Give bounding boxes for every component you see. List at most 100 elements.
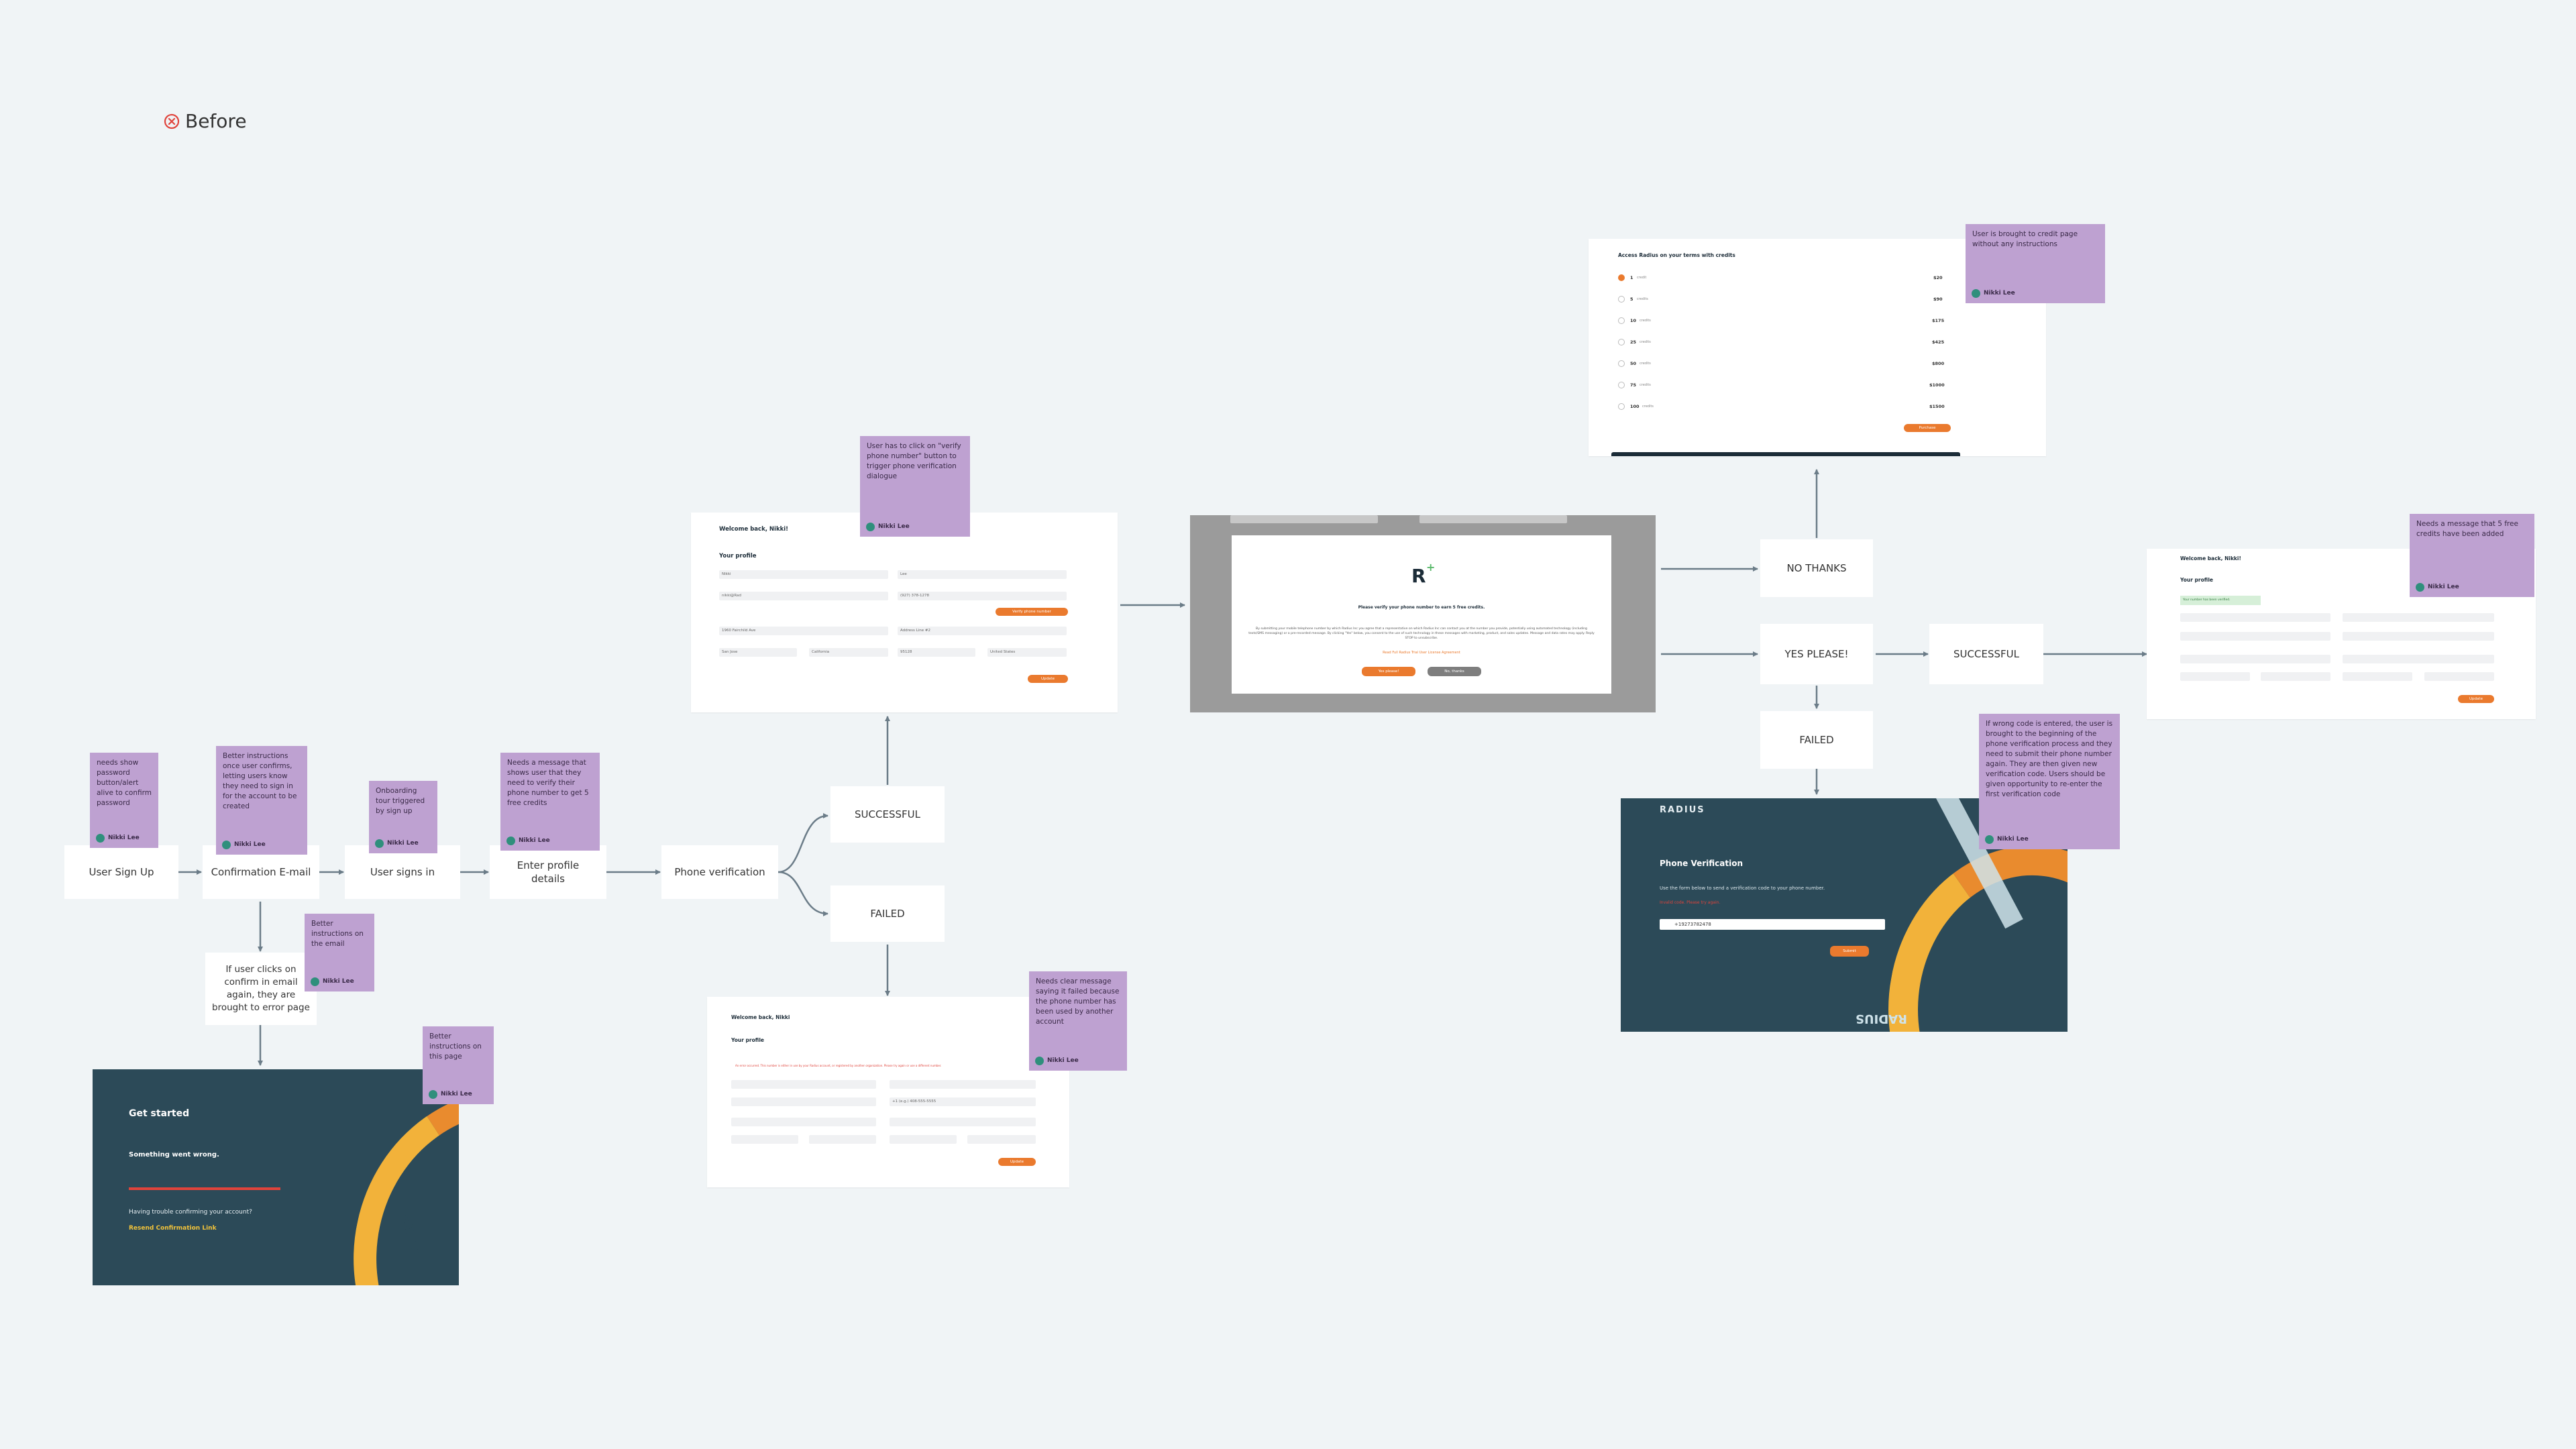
sticky-author: Nikki Lee	[96, 833, 140, 843]
node-successful-2: SUCCESSFUL	[1929, 624, 2043, 684]
failed-phone-field[interactable]: +1 (e.g.) 408-555-5555	[890, 1097, 1036, 1106]
credit-option[interactable]: 5 credits $90	[1618, 294, 1953, 306]
purchase-button[interactable]: Purchase	[1904, 424, 1951, 432]
phone-verify-title: Phone Verification	[1660, 859, 1743, 868]
avatar	[2416, 583, 2424, 592]
credits-title: Access Radius on your terms with credits	[1618, 252, 1735, 258]
branch-to-successful	[777, 813, 828, 873]
radio-selected-icon	[1618, 274, 1625, 281]
error-page-subtitle: Something went wrong.	[129, 1151, 219, 1159]
node-successful-1: SUCCESSFUL	[830, 786, 945, 843]
no-thanks-button[interactable]: No, thanks	[1428, 667, 1481, 676]
success-phone[interactable]	[2343, 632, 2494, 641]
modal-heading: Please verify your phone number to earn …	[1358, 605, 1485, 610]
credit-option[interactable]: 1 credit $20	[1618, 272, 1953, 284]
failed-company[interactable]	[731, 1097, 876, 1106]
verified-banner: Your number has been verified.	[2180, 596, 2261, 605]
modal-terms-link[interactable]: Read Full Radius Trial User License Agre…	[1383, 651, 1460, 655]
success-city[interactable]	[2180, 672, 2250, 681]
failed-country[interactable]	[967, 1135, 1036, 1144]
success-update-button[interactable]: Update	[2458, 695, 2494, 703]
sticky-author: Nikki Lee	[1035, 1056, 1079, 1066]
failed-address-2[interactable]	[890, 1118, 1036, 1126]
phone-error-message: An error occurred. This number is either…	[735, 1064, 942, 1067]
avatar	[222, 841, 231, 849]
credit-option[interactable]: 50 credits $800	[1618, 358, 1953, 370]
address-2-field[interactable]: Address Line #2	[898, 627, 1067, 635]
node-failed-1: FAILED	[830, 885, 945, 942]
screen-error-page: RADIUS Get started Something went wrong.…	[93, 1069, 459, 1285]
failed-first-name[interactable]	[731, 1080, 876, 1089]
zip-field[interactable]: 95128	[898, 648, 975, 657]
sticky-verify-button: User has to click on "verify phone numbe…	[860, 436, 970, 537]
phone-verify-brand: RADIUS	[1660, 805, 1705, 815]
avatar	[429, 1090, 437, 1099]
radio-icon	[1618, 339, 1625, 345]
country-select[interactable]: United States	[987, 648, 1067, 657]
avatar	[866, 523, 875, 531]
success-greeting: Welcome back, Nikki!	[2180, 555, 2241, 561]
section-title: Before	[185, 110, 247, 132]
resend-confirmation-link[interactable]: Resend Confirmation Link	[129, 1225, 217, 1232]
update-button[interactable]: Update	[1028, 675, 1068, 683]
screen-profile-success: Welcome back, Nikki! Your profile Your n…	[2147, 549, 2536, 719]
failed-city[interactable]	[731, 1135, 798, 1144]
first-name-field[interactable]: Nikki	[719, 570, 888, 579]
sticky-onboarding-tour: Onboarding tour triggered by sign up Nik…	[369, 781, 437, 853]
node-no-thanks: NO THANKS	[1760, 539, 1873, 597]
node-confirm-again: If user clicks on confirm in email again…	[205, 953, 317, 1025]
profile-section-title: Your profile	[719, 553, 757, 559]
success-country[interactable]	[2424, 672, 2494, 681]
radio-icon	[1618, 403, 1625, 410]
failed-update-button[interactable]: Update	[998, 1158, 1036, 1166]
sticky-author: Nikki Lee	[375, 839, 419, 849]
submit-button[interactable]: Submit	[1830, 946, 1869, 957]
radio-icon	[1618, 382, 1625, 388]
company-field[interactable]: nikki@Rad	[719, 592, 888, 600]
credit-option[interactable]: 25 credits $425	[1618, 337, 1953, 349]
failed-last-name[interactable]	[890, 1080, 1036, 1089]
phone-number-field[interactable]: +19273782478	[1660, 919, 1885, 930]
success-company[interactable]	[2180, 632, 2330, 641]
verify-phone-button[interactable]: Verify phone number	[996, 608, 1068, 616]
error-page-title: Get started	[129, 1108, 190, 1119]
phone-verify-instructions: Use the form below to send a verificatio…	[1660, 885, 1825, 891]
phone-field[interactable]: (927) 378-1278	[898, 592, 1067, 600]
sticky-credit-page: User is brought to credit page without a…	[1966, 224, 2105, 303]
failed-street[interactable]	[731, 1118, 876, 1126]
success-zip[interactable]	[2343, 672, 2412, 681]
avatar	[311, 977, 319, 986]
success-last-name[interactable]	[2343, 613, 2494, 622]
credit-option[interactable]: 75 credits $1000	[1618, 380, 1953, 392]
success-address-2[interactable]	[2343, 655, 2494, 663]
error-page-help: Having trouble confirming your account?	[129, 1209, 252, 1216]
success-street[interactable]	[2180, 655, 2330, 663]
node-user-signs-in: User signs in	[345, 845, 460, 899]
sticky-author: Nikki Lee	[866, 522, 910, 532]
city-field[interactable]: San Jose	[719, 648, 797, 657]
close-circle-icon	[164, 113, 180, 129]
state-select[interactable]: California	[809, 648, 888, 657]
sticky-wrong-code: If wrong code is entered, the user is br…	[1979, 714, 2120, 849]
screen-verify-dialog: R + Please verify your phone number to e…	[1190, 515, 1656, 712]
backdrop-field-left	[1230, 515, 1378, 523]
profile-failed-section: Your profile	[731, 1037, 764, 1043]
failed-zip[interactable]	[890, 1135, 957, 1144]
verify-modal: R + Please verify your phone number to e…	[1232, 535, 1611, 694]
avatar	[506, 837, 515, 845]
sticky-author: Nikki Lee	[311, 977, 354, 987]
success-first-name[interactable]	[2180, 613, 2330, 622]
radio-icon	[1618, 317, 1625, 324]
sticky-author: Nikki Lee	[1985, 835, 2029, 845]
failed-state[interactable]	[809, 1135, 876, 1144]
avatar	[1035, 1057, 1044, 1065]
credit-option[interactable]: 10 credits $175	[1618, 315, 1953, 327]
credits-footer-bar	[1611, 452, 1960, 456]
street-field[interactable]: 1960 Fairchild Ave	[719, 627, 888, 635]
yes-please-button[interactable]: Yes please!	[1362, 667, 1415, 676]
credit-option[interactable]: 100 credits $1500	[1618, 401, 1953, 413]
last-name-field[interactable]: Lee	[898, 570, 1067, 579]
sticky-author: Nikki Lee	[506, 836, 550, 846]
success-state[interactable]	[2261, 672, 2330, 681]
